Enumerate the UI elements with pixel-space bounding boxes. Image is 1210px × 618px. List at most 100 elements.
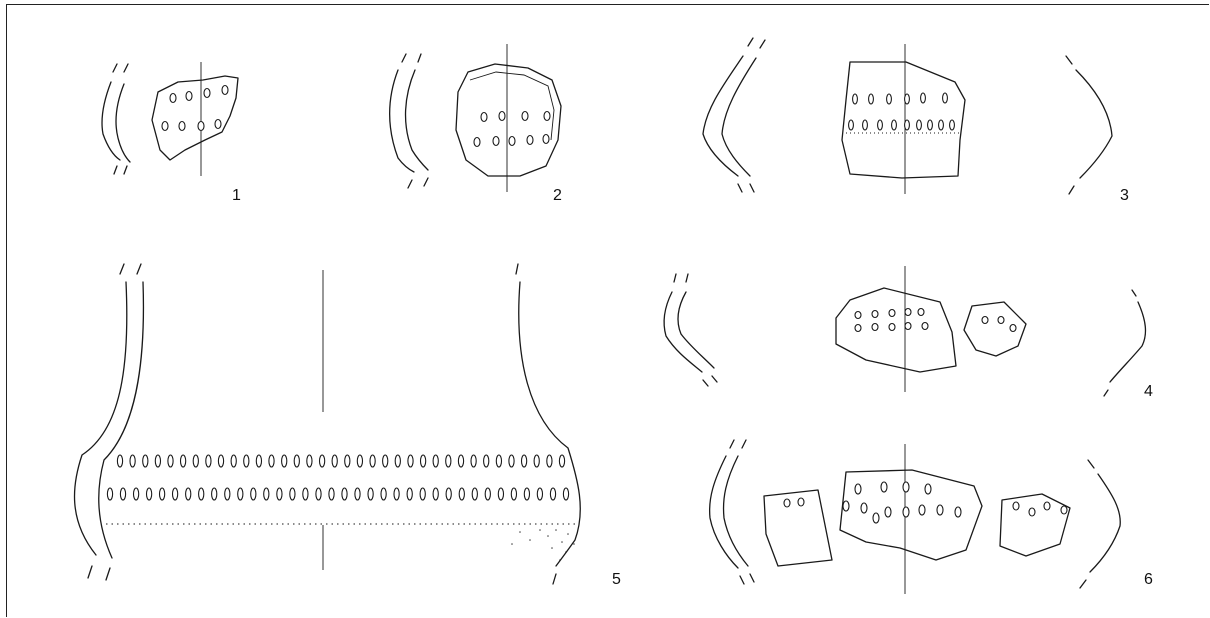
impression [356, 454, 364, 468]
impression [198, 487, 205, 501]
impression [255, 454, 263, 468]
impression [276, 487, 283, 501]
sherd-4 [663, 266, 1147, 397]
impression [495, 454, 503, 468]
impression [520, 454, 528, 468]
impression [458, 487, 465, 501]
sherd-6-sherd-b-outline [839, 469, 983, 561]
sherd-4-sherd-a-outline [835, 287, 957, 373]
sherd-6-sherd-c-outline [999, 493, 1071, 557]
vessel-5-profile-right [515, 263, 581, 585]
impression [293, 454, 300, 468]
impression [549, 487, 557, 501]
impression [243, 454, 250, 468]
impression [344, 454, 351, 468]
impression [106, 487, 114, 501]
sherd-2-profile [389, 53, 429, 189]
figure-number-3: 3 [1120, 187, 1129, 204]
sherd-2-outline [455, 63, 562, 177]
impression [546, 454, 553, 468]
impression [393, 487, 400, 501]
sherd-6-sherd-c-impressions [1012, 501, 1068, 517]
sherd-3-profile-right [1065, 55, 1113, 195]
impression [230, 454, 237, 468]
impression [380, 487, 387, 501]
impression [419, 487, 426, 501]
sherd-6-profile-left [708, 439, 755, 585]
impression [281, 454, 288, 468]
impression [457, 454, 465, 468]
impression [483, 454, 490, 468]
impression [354, 487, 361, 501]
sherd-6-sherd-a-impressions [783, 497, 805, 508]
impression [119, 487, 127, 501]
figure-number-5: 5 [612, 571, 621, 588]
figure-number-6: 6 [1144, 571, 1153, 588]
impression [217, 454, 225, 468]
impression [289, 487, 296, 501]
vessel-5-impressions-row-1 [116, 454, 566, 468]
impression [484, 487, 491, 501]
impression [145, 487, 153, 501]
impression [328, 487, 335, 501]
impression [562, 487, 570, 501]
vessel-5-impressions-row-2 [106, 487, 570, 501]
impression [497, 487, 505, 501]
impression [167, 454, 174, 468]
impression [306, 454, 313, 468]
sherd-3-outline [841, 61, 966, 179]
impression [419, 454, 427, 468]
impression [367, 487, 374, 501]
vessel-5-stippling [511, 529, 575, 561]
sherd-1-impressions [161, 84, 229, 132]
sherd-2 [389, 44, 562, 192]
sherd-4-sherd-b-impressions [981, 315, 1017, 333]
impression [211, 487, 218, 501]
sherd-3-profile-left [702, 37, 766, 193]
impression [432, 487, 439, 501]
sherd-6-sherd-a-outline [763, 489, 833, 567]
impression [533, 454, 540, 468]
plate-frame [6, 4, 1209, 617]
impression [263, 487, 270, 501]
impression [432, 454, 439, 468]
sherd-6-profile-right [1079, 459, 1121, 589]
impression [394, 454, 401, 468]
sherd-3-impressions [848, 92, 955, 131]
impression [382, 454, 389, 468]
sherd-2-inner-edge [469, 71, 555, 141]
vessel-5-profile-left [73, 263, 145, 581]
impression [250, 487, 257, 501]
impression [132, 487, 140, 501]
impression [536, 487, 544, 501]
impression [445, 487, 452, 501]
impression [142, 454, 149, 468]
impression [471, 487, 478, 501]
impression [445, 454, 452, 468]
impression [158, 487, 166, 501]
figure-number-4: 4 [1144, 383, 1153, 400]
sherd-3 [702, 37, 1113, 195]
impression [154, 454, 162, 468]
vessel-5 [73, 263, 581, 585]
impression [224, 487, 231, 501]
sherd-6-sherd-b-impressions [842, 481, 962, 524]
sherd-6 [708, 439, 1121, 594]
figure-number-2: 2 [553, 187, 562, 204]
figure-number-1: 1 [232, 187, 241, 204]
impression [508, 454, 515, 468]
impression [205, 454, 212, 468]
impression [407, 454, 414, 468]
impression [192, 454, 199, 468]
impression [237, 487, 244, 501]
impression [369, 454, 376, 468]
sherd-1-outline [151, 75, 239, 161]
impression [129, 454, 136, 468]
impression [179, 454, 187, 468]
impression [406, 487, 413, 501]
sherd-4-profile-left [663, 273, 718, 387]
impression [318, 454, 326, 468]
impression [268, 454, 275, 468]
